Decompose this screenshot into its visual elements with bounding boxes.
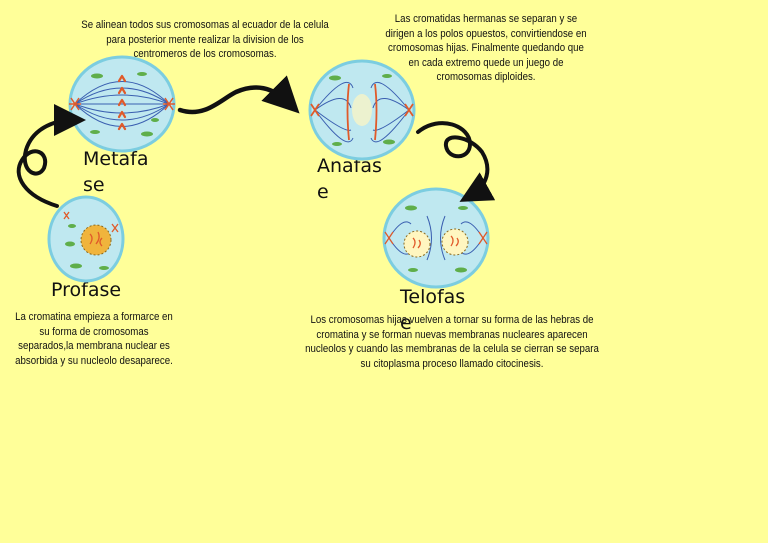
anafase-label: Anafase — [317, 155, 382, 203]
metafase-label: Metafase — [83, 148, 149, 196]
profase-description: La cromatina empieza a formarce en su fo… — [15, 311, 173, 367]
telofase-description: Los cromosomas hijas vuelven a tornar su… — [305, 314, 599, 370]
anafase-description: Las cromatidas hermanas se separan y se … — [385, 13, 587, 83]
profase-cell-illustration — [47, 195, 125, 283]
telofase-cell-illustration — [382, 187, 490, 289]
metafase-description: Se alinean todos sus cromosomas al ecuad… — [81, 19, 329, 60]
anafase-cell-illustration — [308, 59, 416, 161]
profase-label: Profase — [51, 279, 122, 301]
telofase-label: Telofase — [400, 286, 466, 334]
